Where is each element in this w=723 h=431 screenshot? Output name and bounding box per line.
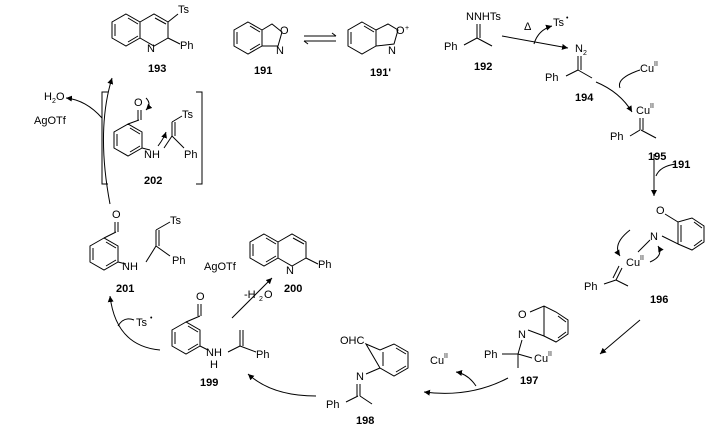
cu-released: Cu (430, 355, 444, 367)
compound-196: O N Cu II Ph 196 (584, 205, 705, 306)
step-199-to-200: AgOTf -H 2 O (204, 261, 273, 319)
label-191-prime: 191' (370, 67, 391, 79)
ph-group: Ph (326, 399, 339, 411)
cu-atom: Cu (626, 257, 640, 269)
o-atom: O (112, 209, 121, 221)
ts-radical: Ts (553, 17, 565, 29)
step-201-to-193 (103, 77, 114, 205)
compound-202: O NH Ts Ph 202 (101, 91, 203, 187)
n-atom: N (356, 371, 364, 383)
n-atom: N (147, 43, 155, 55)
ph-group: Ph (444, 41, 457, 53)
reagent-191: 191 (672, 159, 690, 171)
radical-dot: • (566, 15, 569, 22)
o-atom: O (134, 97, 143, 109)
o-atom: O (196, 291, 205, 303)
water-o: O (56, 91, 65, 103)
n-atom: N (286, 265, 294, 277)
equilibrium-arrows (303, 32, 337, 45)
o-atom: O (656, 205, 665, 217)
label-196: 196 (650, 294, 668, 306)
ph-group: Ph (545, 72, 558, 84)
cu-reagent: Cu (640, 63, 654, 75)
minus-water-sub: 2 (259, 296, 263, 303)
label-197: 197 (520, 375, 538, 387)
minus-water-o: O (264, 289, 273, 301)
label-191: 191 (254, 65, 272, 77)
label-202: 202 (144, 175, 162, 187)
compound-201: O NH Ts Ph 201 (89, 209, 185, 295)
compound-200: N Ph 200 (249, 233, 331, 295)
plus-charge: + (405, 25, 409, 32)
label-193: 193 (148, 63, 166, 75)
compound-194: N 2 Ph 194 (545, 43, 594, 104)
n-atom: N (276, 45, 284, 57)
label-192: 192 (474, 61, 492, 73)
compound-199: O NH H Ph 199 (171, 291, 269, 389)
cu-oxidation: II (548, 351, 552, 358)
step-196-to-197 (599, 319, 641, 355)
reagents-water-agotf: H 2 O AgOTf (34, 91, 103, 127)
water-h: H (44, 91, 52, 103)
ph-group: Ph (318, 259, 331, 271)
ts-radical: Ts (136, 317, 148, 329)
agotf-left: AgOTf (34, 115, 67, 127)
compound-191-prime: O + N 191' (347, 21, 409, 79)
nnhts-group: NNHTs (466, 11, 501, 23)
n-atom: N (518, 329, 526, 341)
compound-191: O N 191 (233, 21, 289, 77)
step-195-to-196: 191 (651, 154, 690, 196)
water-sub: 2 (52, 98, 56, 105)
o-atom: O (396, 25, 405, 37)
compound-195: Cu II Ph 195 (610, 103, 666, 163)
label-194: 194 (575, 92, 594, 104)
compound-197: O N Ph Cu II 197 (484, 305, 569, 387)
ts-group: Ts (170, 215, 182, 227)
step-194-to-195: Cu II (595, 61, 658, 113)
n2-group: N (575, 43, 583, 55)
label-201: 201 (116, 283, 134, 295)
o-atom: O (518, 309, 527, 321)
cu-oxidation: II (444, 353, 448, 360)
label-200: 200 (284, 283, 302, 295)
cu-oxidation: II (654, 61, 658, 68)
compound-193: N Ts Ph 193 (111, 4, 193, 75)
step-199-to-201: Ts • (107, 295, 161, 351)
ohc-group: OHC (340, 335, 365, 347)
nh-group: NH (206, 347, 222, 359)
step-198-to-199 (247, 373, 317, 397)
heat-symbol: Δ (524, 21, 532, 33)
ph-group: Ph (610, 131, 623, 143)
label-195: 195 (648, 151, 666, 163)
agotf-mid: AgOTf (204, 261, 237, 273)
n-atom: N (650, 231, 658, 243)
ph-group: Ph (184, 149, 197, 161)
nh-group: NH (144, 149, 160, 161)
ph-group: Ph (172, 255, 185, 267)
ph-group: Ph (584, 281, 597, 293)
ph-group: Ph (256, 349, 269, 361)
step-192-to-194: Δ Ts • (501, 15, 569, 50)
minus-water: -H (244, 289, 256, 301)
n-atom: N (388, 45, 396, 57)
compound-198: OHC N Ph 198 (326, 335, 409, 427)
ts-group: Ts (178, 4, 190, 16)
n2-subscript: 2 (583, 50, 587, 57)
ph-group: Ph (180, 40, 193, 52)
cu-oxidation: II (650, 103, 654, 110)
compound-192: NNHTs Ph 192 (444, 11, 501, 73)
ts-group: Ts (182, 109, 194, 121)
cu-atom: Cu (636, 105, 650, 117)
nh-group: NH (122, 261, 138, 273)
step-197-to-198: Cu II (423, 353, 509, 396)
h-atom: H (210, 359, 218, 371)
radical-dot: • (150, 315, 153, 322)
o-atom: O (280, 25, 289, 37)
cu-oxidation: II (640, 255, 644, 262)
label-198: 198 (356, 415, 374, 427)
ph-group: Ph (484, 349, 497, 361)
cu-atom: Cu (534, 353, 548, 365)
label-199: 199 (200, 377, 218, 389)
